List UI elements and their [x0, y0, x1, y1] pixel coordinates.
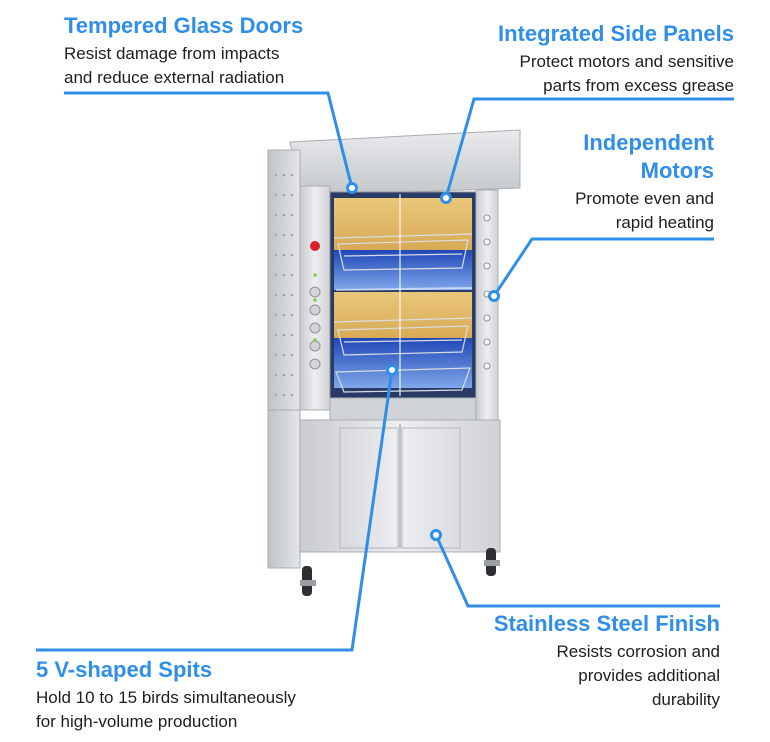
- leader-panels: [444, 97, 734, 199]
- control-knobs: [309, 286, 321, 370]
- description-line: rapid heating: [615, 213, 714, 232]
- drip-tray: [329, 397, 477, 421]
- callout-v-shaped-spits: 5 V-shaped Spits Hold 10 to 15 birds sim…: [36, 656, 396, 734]
- side-panel-vents: [274, 173, 294, 397]
- description-line: Hold 10 to 15 birds simultaneously: [36, 688, 296, 707]
- lower-flame: [334, 338, 472, 388]
- callout-title: Integrated Side Panels: [498, 21, 734, 46]
- callout-description: Promote even and rapid heating: [500, 187, 714, 235]
- callout-title: Tempered Glass Doors: [64, 13, 304, 38]
- leader-glass: [64, 91, 354, 189]
- leader-steel: [434, 534, 720, 608]
- cabinet-door-left: [339, 427, 399, 549]
- callout-title: Stainless Steel Finish: [493, 611, 720, 636]
- description-line: Protect motors and sensitive: [519, 52, 734, 71]
- spit-baskets: [333, 233, 473, 393]
- description-line: Resists corrosion and: [556, 642, 720, 661]
- description-line: provides additional: [578, 666, 720, 685]
- glass-reflection: [335, 194, 473, 396]
- callout-title: 5 V-shaped Spits: [36, 657, 213, 682]
- description-line: durability: [651, 690, 720, 709]
- description-line: parts from excess grease: [543, 76, 734, 95]
- callout-description: Resist damage from impacts and reduce ex…: [64, 42, 364, 90]
- motor-buttons: [483, 214, 491, 370]
- cabinet-door-right: [401, 427, 461, 549]
- title-line: Motors: [640, 158, 714, 183]
- leader-markers: [346, 182, 500, 541]
- upper-heater: [334, 198, 472, 250]
- description-line: Resist damage from impacts: [64, 44, 280, 63]
- callout-tempered-glass-doors: Tempered Glass Doors Resist damage from …: [64, 12, 364, 90]
- brand-logo: [310, 241, 320, 251]
- control-column: [299, 185, 331, 411]
- callout-description: Protect motors and sensitive parts from …: [430, 50, 734, 98]
- callout-description: Resists corrosion and provides additiona…: [440, 640, 720, 712]
- callout-title: Independent Motors: [500, 129, 714, 185]
- description-line: Promote even and: [575, 189, 714, 208]
- title-line: Independent: [583, 130, 714, 155]
- base-left-side: [267, 409, 301, 569]
- caster-wheels: [300, 548, 500, 596]
- left-side-panel: [267, 149, 301, 421]
- leader-motors: [492, 237, 714, 297]
- indicator-lights: [313, 273, 317, 342]
- leader-spits: [36, 369, 394, 652]
- lower-heater: [334, 292, 472, 338]
- motor-column: [475, 189, 499, 421]
- description-line: for high-volume production: [36, 712, 238, 731]
- callout-independent-motors: Independent Motors Promote even and rapi…: [500, 129, 714, 235]
- callout-stainless-steel-finish: Stainless Steel Finish Resists corrosion…: [440, 610, 720, 712]
- callout-integrated-side-panels: Integrated Side Panels Protect motors an…: [430, 20, 734, 98]
- description-line: and reduce external radiation: [64, 68, 285, 87]
- callout-description: Hold 10 to 15 birds simultaneously for h…: [36, 686, 396, 734]
